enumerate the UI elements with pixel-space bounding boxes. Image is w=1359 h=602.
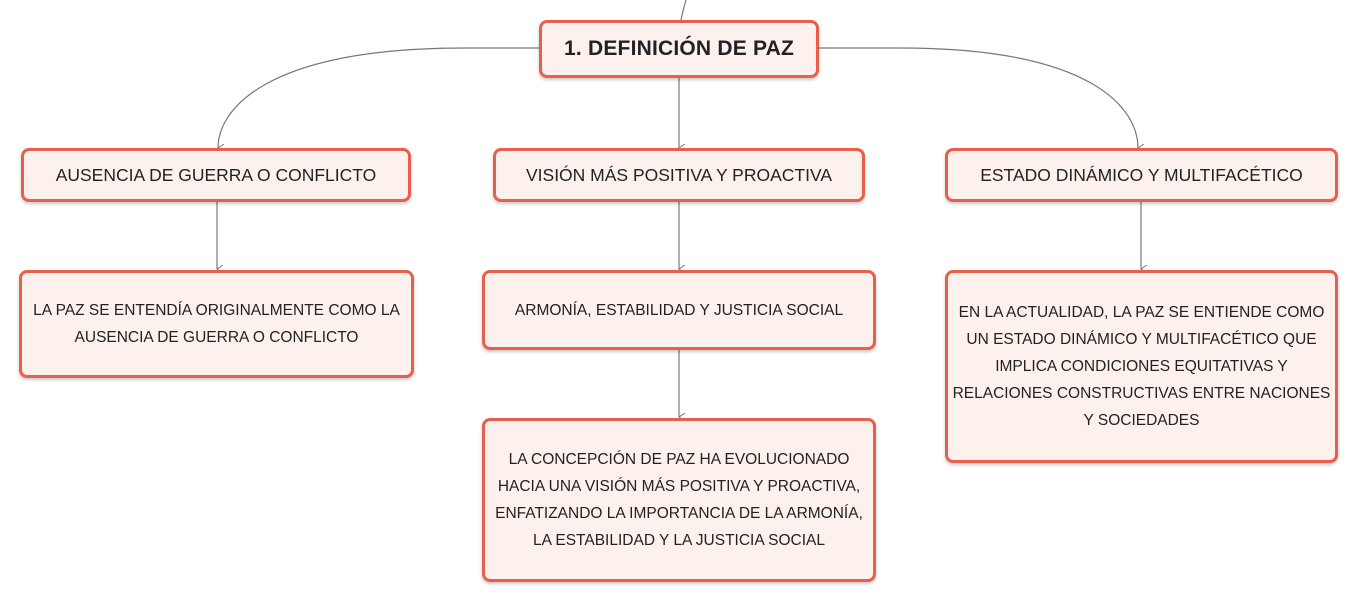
branch-node-left[interactable]: AUSENCIA DE GUERRA O CONFLICTO [21, 148, 411, 202]
branch-node-right[interactable]: ESTADO DINÁMICO Y MULTIFACÉTICO [945, 148, 1338, 202]
branch-node-center-label: VISIÓN MÁS POSITIVA Y PROACTIVA [525, 164, 832, 185]
root-node[interactable]: 1. DEFINICIÓN DE PAZ [539, 20, 819, 78]
root-node-label: 1. DEFINICIÓN DE PAZ [564, 37, 794, 60]
branch-node-center[interactable]: VISIÓN MÁS POSITIVA Y PROACTIVA [493, 148, 865, 202]
detail-node-right[interactable]: EN LA ACTUALIDAD, LA PAZ SE ENTIENDE COM… [945, 270, 1338, 463]
detail-node-center[interactable]: ARMONÍA, ESTABILIDAD Y JUSTICIA SOCIAL [482, 270, 876, 350]
parent-connector [680, 0, 687, 21]
subdetail-node-center-text: LA CONCEPCIÓN DE PAZ HA EVOLUCIONADO HAC… [495, 451, 863, 549]
branch-node-left-label: AUSENCIA DE GUERRA O CONFLICTO [55, 164, 377, 185]
detail-node-left[interactable]: LA PAZ SE ENTENDÍA ORIGINALMENTE COMO LA… [19, 270, 414, 378]
connector-root-to-left [218, 47, 540, 148]
subdetail-node-center[interactable]: LA CONCEPCIÓN DE PAZ HA EVOLUCIONADO HAC… [482, 418, 876, 582]
connector-root-to-right [818, 47, 1138, 148]
detail-node-left-text: LA PAZ SE ENTENDÍA ORIGINALMENTE COMO LA… [33, 302, 400, 346]
detail-node-center-text: ARMONÍA, ESTABILIDAD Y JUSTICIA SOCIAL [514, 301, 844, 319]
detail-node-right-text: EN LA ACTUALIDAD, LA PAZ SE ENTIENDE COM… [952, 304, 1331, 429]
branch-node-right-label: ESTADO DINÁMICO Y MULTIFACÉTICO [980, 164, 1303, 185]
